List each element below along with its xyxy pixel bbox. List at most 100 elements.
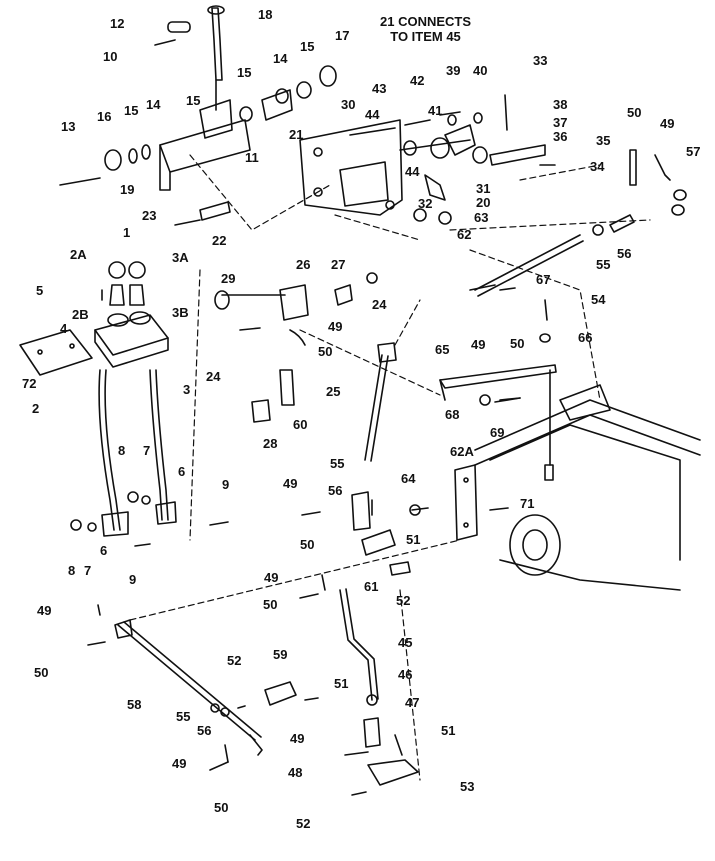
callout-50c: 50 [300,537,315,552]
callout-44b: 44 [405,164,420,179]
callout-46: 46 [398,667,413,682]
callout-40: 40 [473,63,488,78]
support-bracket [159,89,293,191]
callout-72: 72 [22,376,37,391]
callout-54: 54 [591,292,606,307]
callout-55c: 55 [176,709,191,724]
callout-50d: 50 [263,597,278,612]
callout-32: 32 [418,196,433,211]
callout-24a: 24 [372,297,387,312]
callout-2a: 2A [70,247,87,262]
cover-plate [299,119,403,216]
callout-51a: 51 [406,532,421,547]
callout-43: 43 [372,81,387,96]
callout-62: 62 [457,227,472,242]
callout-51b: 51 [334,676,349,691]
callout-6a: 6 [178,464,186,479]
callout-3b: 3B [172,305,189,320]
callout-3a: 3A [172,250,189,265]
callout-52a: 52 [396,593,411,608]
callout-67: 67 [536,272,551,287]
callout-27: 27 [331,257,346,272]
callout-60: 60 [293,417,308,432]
callout-24b: 24 [206,369,221,384]
callout-8b: 8 [68,563,76,578]
callout-56c: 56 [197,723,212,738]
callout-15c: 15 [237,65,252,80]
callout-49h: 49 [660,116,675,131]
callout-55a: 55 [596,257,611,272]
callout-49a: 49 [328,319,343,334]
callout-45: 45 [398,635,413,650]
callout-25: 25 [326,384,341,399]
callout-22: 22 [212,233,227,248]
callout-41: 41 [428,103,443,118]
callout-28: 28 [263,436,278,451]
callout-14b: 14 [273,51,288,66]
callout-9a: 9 [222,477,230,492]
access-plate [19,329,93,376]
callout-35: 35 [596,133,611,148]
callout-3: 3 [183,382,191,397]
callout-52b: 52 [227,653,242,668]
upper-right-rod [474,149,687,297]
callout-19: 19 [120,182,135,197]
callout-21: 21 [289,127,304,142]
connection-note-line-2: TO ITEM 45 [390,29,461,44]
cross-shaft [214,272,378,423]
callout-49e: 49 [37,603,52,618]
bushings-upper [59,21,337,226]
callout-31: 31 [476,181,491,196]
leader-lines [129,154,651,781]
callout-5: 5 [36,283,44,298]
shift-lever-shaft [207,5,225,111]
gear-shift-levers [94,261,177,537]
callout-1: 1 [123,225,131,240]
callout-18: 18 [258,7,273,22]
callout-58: 58 [127,697,142,712]
callout-36: 36 [553,129,568,144]
callout-7a: 7 [143,443,151,458]
callout-48: 48 [288,765,303,780]
callout-7b: 7 [84,563,92,578]
callout-44a: 44 [365,107,380,122]
callout-56b: 56 [328,483,343,498]
callout-61: 61 [364,579,379,594]
callout-68: 68 [445,407,460,422]
callout-50a: 50 [318,344,333,359]
callout-37: 37 [553,115,568,130]
callout-50e: 50 [34,665,49,680]
callout-63: 63 [474,210,489,225]
lower-left-rod [87,604,319,771]
shift-link-rod [301,342,411,576]
callout-49c: 49 [283,476,298,491]
callout-66: 66 [578,330,593,345]
callout-69: 69 [490,425,505,440]
callout-50g: 50 [627,105,642,120]
callout-20: 20 [476,195,491,210]
callout-8a: 8 [118,443,126,458]
callout-51c: 51 [441,723,456,738]
callout-53: 53 [460,779,475,794]
callout-65: 65 [435,342,450,357]
callout-64: 64 [401,471,416,486]
callout-71: 71 [520,496,535,511]
callout-23: 23 [142,208,157,223]
callout-14a: 14 [146,97,161,112]
callout-50b: 50 [510,336,525,351]
callout-2: 2 [32,401,40,416]
callout-15b: 15 [186,93,201,108]
callout-13: 13 [61,119,76,134]
lower-link-rod [299,574,419,796]
callout-47: 47 [405,695,420,710]
callout-29: 29 [221,271,236,286]
callout-4: 4 [60,321,68,336]
callout-17: 17 [335,28,350,43]
callout-49b: 49 [471,337,486,352]
callout-9b: 9 [129,572,137,587]
callout-49g: 49 [172,756,187,771]
callout-39: 39 [446,63,461,78]
callout-26: 26 [296,257,311,272]
callout-15d: 15 [300,39,315,54]
